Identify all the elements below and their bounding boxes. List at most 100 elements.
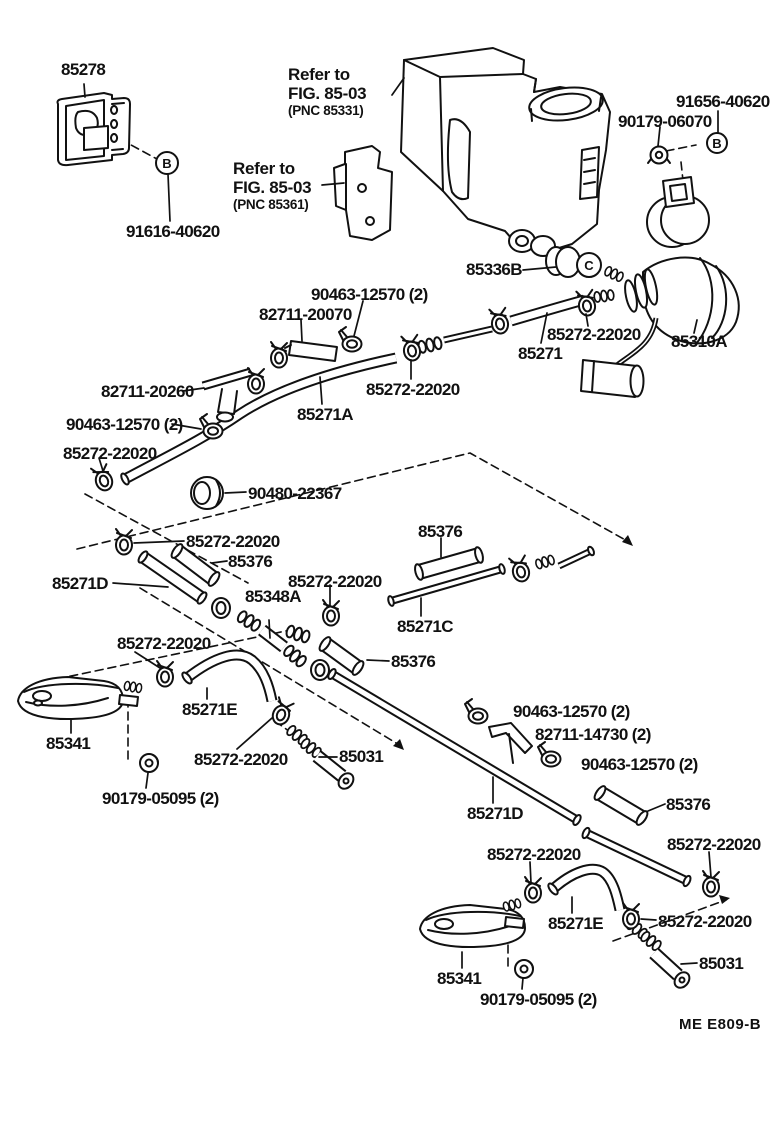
- marker-b-top-left: B: [155, 151, 179, 175]
- part-label-85272-22020-a: 85272-22020: [547, 325, 641, 344]
- part-label-85278: 85278: [61, 60, 106, 79]
- marker-c-grommet: C: [576, 252, 602, 278]
- refer-note-line: Refer to: [288, 65, 350, 84]
- part-label-85272-22020-h: 85272-22020: [667, 835, 761, 854]
- part-label-82711-20070: 82711-20070: [259, 305, 352, 324]
- motor-mount-clamp: [646, 176, 710, 248]
- part-label-85376-d: 85376: [666, 795, 711, 814]
- hose-85271a: [123, 354, 397, 483]
- part-label-85271d-b: 85271D: [467, 804, 524, 823]
- part-label-85031-b: 85031: [699, 954, 744, 973]
- part-label-85271a: 85271A: [297, 405, 354, 424]
- reservoir-tank: [400, 47, 611, 257]
- sleeve-85376-2: [417, 549, 481, 578]
- part-label-90179-05095-b: 90179-05095 (2): [480, 990, 597, 1009]
- hose-85271: [510, 296, 585, 325]
- part-label-90179-06070: 90179-06070: [618, 112, 712, 131]
- part-label-85310a: 85310A: [671, 332, 728, 351]
- part-label-85272-22020-g: 85272-22020: [194, 750, 288, 769]
- part-label-85376-a: 85376: [228, 552, 273, 571]
- refer-note-line: Refer to: [233, 159, 295, 178]
- part-label-85376-b: 85376: [418, 522, 463, 541]
- part-label-90463-12570-c: 90463-12570 (2): [513, 702, 630, 721]
- part-label-85272-22020-d: 85272-22020: [186, 532, 280, 551]
- svg-text:B: B: [162, 156, 171, 171]
- sleeve-85376-3: [321, 639, 362, 673]
- nut-90179-06070: [647, 145, 671, 165]
- hose-85271e-2: [550, 865, 624, 911]
- marker-b-top-right: B: [706, 132, 728, 154]
- svg-text:B: B: [712, 136, 721, 151]
- tank-mounting-bracket: [333, 145, 393, 241]
- part-label-85271d-a: 85271D: [52, 574, 109, 593]
- part-label-85272-22020-j: 85272-22020: [658, 912, 752, 931]
- part-label-90480-22367: 90480-22367: [248, 484, 342, 503]
- sleeve-85376-1: [173, 546, 218, 584]
- clip-82711-20070: [288, 340, 338, 362]
- washer-jar-85341-1: [17, 676, 144, 721]
- part-label-85341-a: 85341: [46, 734, 91, 753]
- short-tube: [558, 549, 592, 568]
- pump-grommet-85336b: [545, 246, 581, 278]
- hose-run: [122, 294, 689, 912]
- part-label-85272-22020-b: 85272-22020: [366, 380, 460, 399]
- refer-note-line: (PNC 85331): [288, 103, 364, 118]
- part-label-85336b: 85336B: [466, 260, 523, 279]
- part-label-85272-22020-f: 85272-22020: [117, 634, 211, 653]
- refer-note-line: FIG. 85-03: [288, 84, 367, 103]
- part-label-82711-20260: 82711-20260: [101, 382, 194, 401]
- part-label-85272-22020-i: 85272-22020: [487, 845, 581, 864]
- leader-lines: [70, 77, 719, 990]
- part-label-85271: 85271: [518, 344, 563, 363]
- part-label-82711-14730: 82711-14730 (2): [535, 725, 651, 744]
- sleeve-85376-4: [596, 787, 646, 824]
- ferrule-ring: [211, 597, 231, 619]
- washer-motor-pump: [580, 256, 740, 398]
- part-label-85376-c: 85376: [391, 652, 436, 671]
- refer-note-pnc-85331: Refer to FIG. 85-03 (PNC 85331): [288, 65, 367, 118]
- refer-note-pnc-85361: Refer to FIG. 85-03 (PNC 85361): [233, 159, 312, 212]
- part-label-91616-40620: 91616-40620: [126, 222, 220, 241]
- elbow-fitting: [602, 264, 626, 284]
- tube-end-caps: [120, 472, 692, 896]
- hose-85271d-2: [330, 671, 579, 823]
- washer-nozzle-85031-2: [624, 917, 691, 989]
- part-label-85341-b: 85341: [437, 969, 482, 988]
- dashed-reference-lines: [56, 138, 730, 968]
- hose-85271e-1: [184, 651, 276, 702]
- grommet-90480: [190, 476, 224, 510]
- svg-text:C: C: [584, 258, 594, 273]
- part-label-85272-22020-c: 85272-22020: [63, 444, 157, 463]
- part-label-90463-12570-a: 90463-12570 (2): [311, 285, 428, 304]
- part-label-85272-22020-e: 85272-22020: [288, 572, 382, 591]
- joint-82711-20260-tube: [202, 369, 252, 389]
- washer-valve-85278: [56, 92, 131, 167]
- motor-connector: [580, 359, 638, 398]
- connector-tube: [443, 327, 493, 342]
- washer-jar-85341-2: [419, 897, 526, 949]
- part-label-85271e-b: 85271E: [548, 914, 604, 933]
- part-label-90463-12570-b: 90463-12570 (2): [66, 415, 183, 434]
- part-label-85348a: 85348A: [245, 587, 302, 606]
- bracket-82711-20260: [217, 388, 238, 415]
- part-label-90463-12570-d: 90463-12570 (2): [581, 755, 698, 774]
- motor-wire: [616, 317, 657, 366]
- tee-85348a-body: [259, 626, 287, 651]
- part-label-90179-05095-a: 90179-05095 (2): [102, 789, 219, 808]
- bracket-82711-14730: [488, 722, 533, 754]
- hose-lower: [584, 830, 689, 884]
- figure-code: ME E809-B: [679, 1016, 762, 1033]
- washer-nozzle-85031-1: [284, 723, 355, 790]
- refer-note-line: (PNC 85361): [233, 197, 309, 212]
- refer-note-line: FIG. 85-03: [233, 178, 312, 197]
- bolt-90179-05095-2: [514, 959, 534, 979]
- hose-85271d-1: [140, 553, 205, 602]
- part-label-85271e-a: 85271E: [182, 700, 238, 719]
- ferrule-ring: [310, 659, 330, 681]
- bolt-90179-05095-1: [139, 753, 159, 773]
- part-label-91656-40620: 91656-40620: [676, 92, 770, 111]
- hose-85271e-1: [183, 649, 278, 703]
- hose-85271c: [390, 567, 503, 603]
